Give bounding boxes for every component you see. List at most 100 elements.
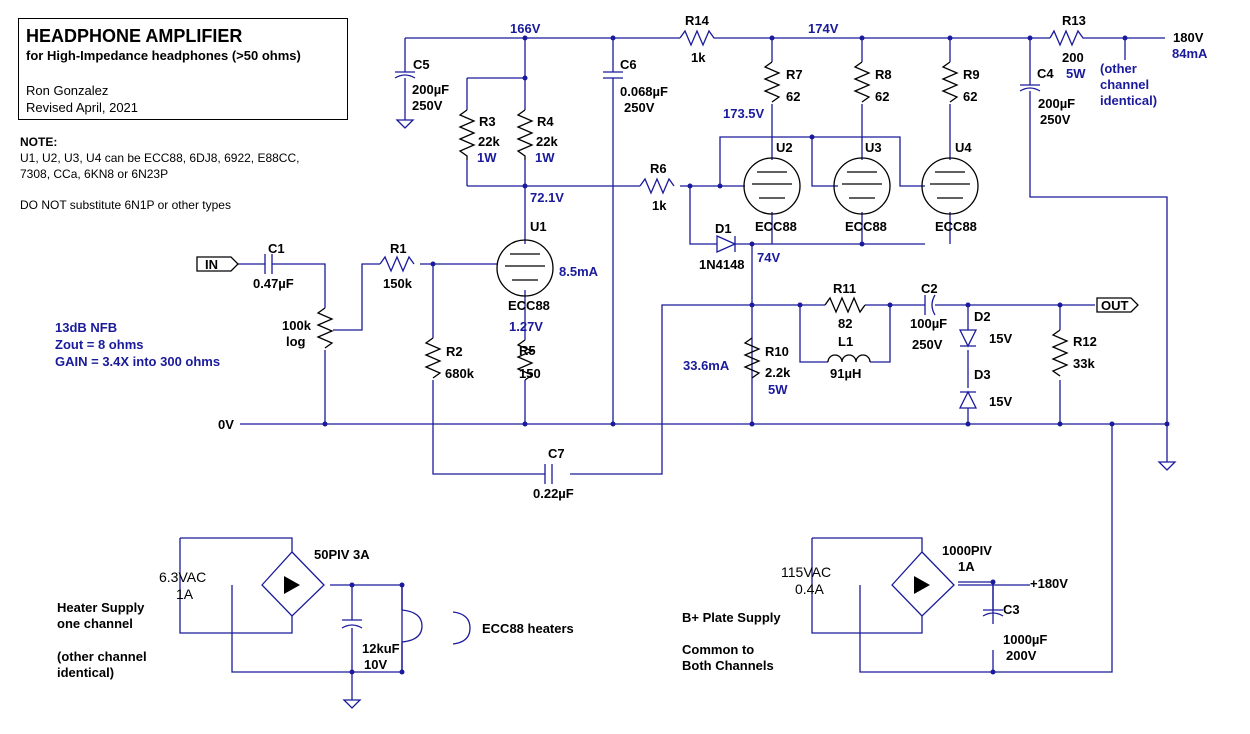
voltage-label: 72.1V <box>530 190 564 205</box>
note-line: DO NOT substitute 6N1P or other types <box>20 198 231 212</box>
component-value: 0.22µF <box>533 486 574 501</box>
ground-label: 0V <box>218 417 234 432</box>
bplus-amps: 0.4A <box>795 581 824 597</box>
component-ref: C1 <box>268 241 285 256</box>
component-value: 82 <box>838 316 853 331</box>
component-value: 91µH <box>830 366 862 381</box>
component-ref: R8 <box>875 67 892 82</box>
bplus-label: B+ Plate Supply <box>682 610 781 625</box>
component-value: ECC88 <box>508 298 550 313</box>
component-value: 15V <box>989 331 1013 346</box>
component-value: 62 <box>963 89 978 104</box>
component-ref: L1 <box>838 334 854 349</box>
other-channel-note: identical) <box>1100 93 1158 108</box>
bplus-bridge-rating: 1000PIV <box>942 543 992 558</box>
schematic-subtitle: for High-Impedance headphones (>50 ohms) <box>26 48 301 63</box>
component-value: 1N4148 <box>699 257 745 272</box>
heater-label: Heater Supply <box>57 600 145 615</box>
component-value: 33k <box>1073 356 1095 371</box>
component-value: 200µF <box>412 82 450 97</box>
component-ref: D2 <box>974 309 991 324</box>
spec-gain: GAIN = 3.4X into 300 ohms <box>55 354 221 369</box>
component-value: 150 <box>519 366 541 381</box>
component-value: 250V <box>1040 112 1071 127</box>
component-value: 100k <box>282 318 311 333</box>
component-ref: R2 <box>446 344 463 359</box>
voltage-label: 173.5V <box>723 106 765 121</box>
component-value: 250V <box>624 100 655 115</box>
output-port: OUT <box>1101 298 1129 313</box>
schematic-title: HEADPHONE AMPLIFIER <box>26 26 243 46</box>
spec-zout: Zout = 8 ohms <box>55 337 144 352</box>
component-value: 250V <box>412 98 443 113</box>
voltage-label: 166V <box>510 21 541 36</box>
component-ref: D1 <box>715 221 732 236</box>
component-ref: U1 <box>530 219 547 234</box>
current-label: 84mA <box>1172 46 1208 61</box>
component-ref: R12 <box>1073 334 1097 349</box>
heater-amps: 1A <box>176 586 194 602</box>
component-value: 200 <box>1062 50 1084 65</box>
component-value: 0.47µF <box>253 276 294 291</box>
heater-cap-value: 12kuF <box>362 641 400 656</box>
component-ref: R11 <box>833 281 857 296</box>
heater-bridge-rating: 50PIV 3A <box>314 547 370 562</box>
component-ref: R4 <box>537 114 554 129</box>
component-ref: U4 <box>955 140 972 155</box>
other-channel-note: channel <box>1100 77 1150 92</box>
heater-cap-voltage: 10V <box>364 657 388 672</box>
revision-date: Revised April, 2021 <box>26 100 139 115</box>
voltage-label: 1.27V <box>509 319 543 334</box>
heater-label: (other channel <box>57 649 147 664</box>
current-label: 8.5mA <box>559 264 599 279</box>
component-value: ECC88 <box>755 219 797 234</box>
note-line: U1, U2, U3, U4 can be ECC88, 6DJ8, 6922,… <box>20 151 300 165</box>
component-value: 22k <box>536 134 558 149</box>
component-ref: R3 <box>479 114 496 129</box>
component-ref: U3 <box>865 140 882 155</box>
bplus-vac: 115VAC <box>781 564 832 580</box>
component-value: 1k <box>652 198 667 213</box>
component-ref: R5 <box>519 343 536 358</box>
bplus-label: Common to <box>682 642 755 657</box>
title-block <box>18 18 348 120</box>
component-value: 1000µF <box>1003 632 1048 647</box>
bplus-label: Both Channels <box>682 658 774 673</box>
component-ref: R9 <box>963 67 980 82</box>
voltage-label: +180V <box>1030 576 1068 591</box>
component-ref: C3 <box>1003 602 1020 617</box>
component-value: 100µF <box>910 316 948 331</box>
component-ref: C6 <box>620 57 637 72</box>
component-ref: R6 <box>650 161 667 176</box>
component-ref: C7 <box>548 446 565 461</box>
component-ref: C4 <box>1037 66 1054 81</box>
component-value: 680k <box>445 366 474 381</box>
current-label: 33.6mA <box>683 358 730 373</box>
component-value: 1W <box>535 150 555 165</box>
voltage-label: 74V <box>757 250 781 265</box>
component-ref: R13 <box>1062 13 1086 28</box>
component-ref: R10 <box>765 344 789 359</box>
component-ref: C5 <box>413 57 430 72</box>
note-heading: NOTE: <box>20 135 58 149</box>
component-value: 22k <box>478 134 500 149</box>
component-ref: D3 <box>974 367 991 382</box>
component-value: 200µF <box>1038 96 1076 111</box>
input-port: IN <box>205 257 218 272</box>
component-value: 250V <box>912 337 943 352</box>
component-ref: U2 <box>776 140 793 155</box>
component-value: 1k <box>691 50 706 65</box>
author: Ron Gonzalez <box>26 83 109 98</box>
voltage-label: 174V <box>808 21 839 36</box>
heater-vac: 6.3VAC <box>159 569 207 585</box>
component-value: ECC88 <box>845 219 887 234</box>
other-channel-note: (other <box>1100 61 1137 76</box>
component-value: 62 <box>875 89 890 104</box>
note-line: 7308, CCa, 6KN8 or 6N23P <box>20 167 169 181</box>
component-value: 5W <box>1066 66 1086 81</box>
component-value: 2.2k <box>765 365 791 380</box>
component-value: 0.068µF <box>620 84 668 99</box>
component-value: 62 <box>786 89 801 104</box>
component-value: log <box>286 334 306 349</box>
